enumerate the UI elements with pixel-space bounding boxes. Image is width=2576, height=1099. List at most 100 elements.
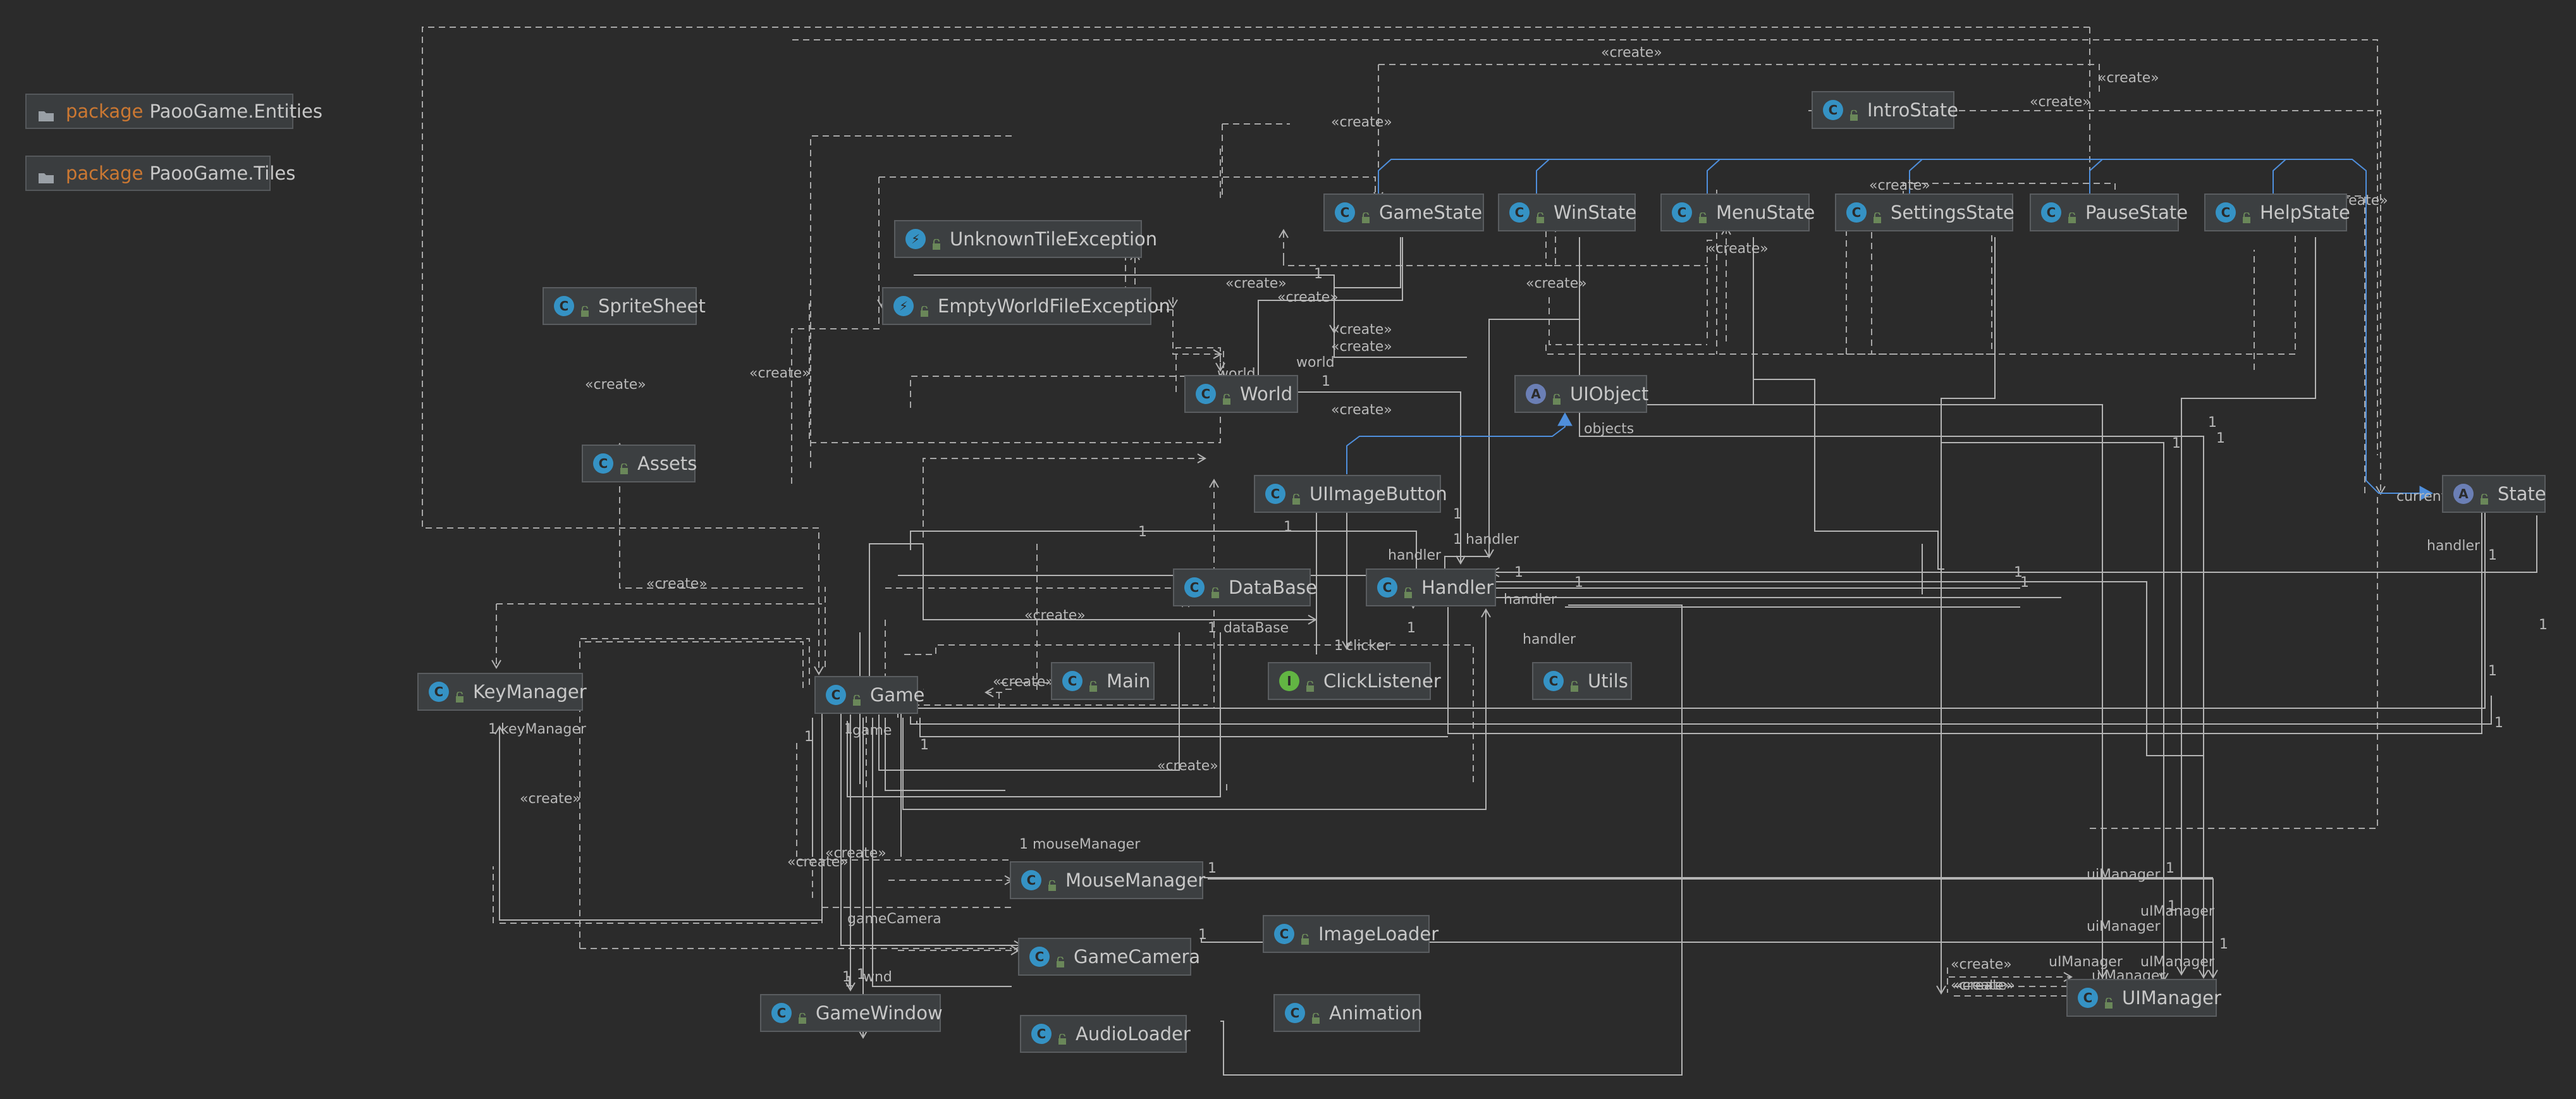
edge-label: «create» [1954,978,2015,993]
class-unknown-tile-exception[interactable]: ⚡ UnknownTileException [894,220,1157,258]
edge-label: 1 [1453,507,1462,522]
edge-label: keyManager [501,721,587,737]
class-data-base[interactable]: C DataBase [1173,568,1317,606]
class-icon: C [1672,202,1692,223]
edge-label: 1 [2488,663,2497,679]
class-name: UIManager [2122,987,2221,1009]
public-icon [852,689,861,706]
class-assets[interactable]: C Assets [582,445,697,482]
class-sprite-sheet[interactable]: C SpriteSheet [543,287,706,325]
class-icon: C [1029,947,1050,967]
interface-click-listener[interactable]: I ClickListener [1268,662,1441,700]
class-name: HelpState [2260,202,2350,223]
edge-label: handler [2427,538,2481,554]
class-pause-state[interactable]: C PauseState [2030,193,2188,231]
class-win-state[interactable]: C WinState [1498,193,1636,231]
class-ui-object[interactable]: A UIObject [1514,375,1648,413]
public-icon [2104,992,2113,1009]
class-icon: C [1823,100,1843,120]
edge-label: handler [1466,532,1519,548]
edge-label: 1 [2172,436,2181,451]
edge-label: 1 [2216,431,2225,446]
class-help-state[interactable]: C HelpState [2204,193,2350,231]
exception-icon: ⚡ [893,296,914,316]
class-icon: C [826,685,846,705]
class-game-window[interactable]: C GameWindow [760,994,943,1032]
edge-label: 1 [804,729,813,745]
class-name: EmptyWorldFileException [938,295,1170,317]
class-mouse-manager[interactable]: C MouseManager [1010,861,1205,899]
public-icon [2480,488,2489,505]
edge-label: 1 [1574,575,1583,591]
edge-label: «create» [1869,178,1930,193]
class-intro-state[interactable]: C IntroState [1812,91,1958,129]
class-ui-image-button[interactable]: C UIImageButton [1254,475,1447,513]
edge-label: 1 [1334,638,1343,654]
edge-label: gameCamera [847,911,941,927]
class-icon: C [1285,1003,1305,1023]
class-menu-state[interactable]: C MenuState [1660,193,1815,231]
edge-label: «create» [1331,339,1392,355]
package-entities[interactable]: package PaooGame.Entities [25,94,322,129]
edge-label: game [852,723,892,739]
class-audio-loader[interactable]: C AudioLoader [1020,1015,1191,1053]
edge-label: 1 [488,721,497,737]
public-icon [798,1007,807,1024]
edge-label: 1 [1453,532,1462,548]
class-ui-manager[interactable]: C UIManager [2066,979,2221,1017]
class-name: Assets [637,453,697,474]
class-world[interactable]: C World [1184,375,1298,413]
edge-label: 1 [842,969,851,985]
class-utils[interactable]: C Utils [1532,662,1632,700]
package-tiles[interactable]: package PaooGame.Tiles [25,156,295,191]
class-animation[interactable]: C Animation [1273,994,1423,1032]
class-name: Main [1107,670,1151,692]
abstract-class-icon: A [2453,484,2474,504]
class-icon: C [2078,988,2098,1008]
class-key-manager[interactable]: C KeyManager [417,673,587,711]
edge-label: 1 [2488,548,2497,563]
class-empty-world-file-exception[interactable]: ⚡ EmptyWorldFileException [882,287,1170,325]
edge-label: 1 [1314,266,1323,282]
edge-label: «create» [520,791,581,807]
class-game[interactable]: C Game [814,676,924,714]
class-name: GameCamera [1074,946,1201,967]
edge-label: 1 [1407,620,1416,636]
class-icon: C [1509,202,1530,223]
edge-label: «create» [2030,94,2091,110]
edge-label: 1 [1322,374,1330,390]
edge-label: 1 [857,967,866,983]
class-state[interactable]: A State [2442,475,2546,513]
public-icon [1056,951,1065,967]
edge-label: handler [1388,548,1442,563]
class-game-camera[interactable]: C GameCamera [1018,938,1200,976]
edge-label: objects [1584,421,1634,437]
edge-label: «create» [749,365,811,381]
class-name: SpriteSheet [598,295,706,317]
edge-label: «create» [2098,70,2159,86]
edge-label: «create» [1951,957,2012,973]
class-main[interactable]: C Main [1051,662,1155,700]
public-icon [2068,207,2076,223]
edge-label: dataBase [1224,620,1289,636]
edge-label: mouseManager [1033,837,1141,852]
class-name: WinState [1554,202,1637,223]
class-icon: C [1196,384,1216,404]
edge-label: 1 [1284,519,1292,535]
public-icon [1306,675,1315,692]
class-icon: C [771,1003,792,1023]
class-game-state[interactable]: C GameState [1323,193,1484,231]
class-icon: C [1335,202,1355,223]
package-name: PaooGame.Tiles [149,163,296,184]
edge-label: «create» [1331,114,1392,130]
edge-label: «create» [787,854,849,870]
public-icon [1211,582,1220,598]
class-handler[interactable]: C Handler [1366,568,1496,606]
class-settings-state[interactable]: C SettingsState [1835,193,2015,231]
class-name: Animation [1329,1002,1423,1024]
edge-label: «create» [1331,322,1392,338]
class-image-loader[interactable]: C ImageLoader [1263,915,1438,953]
edge-label: 1 [2219,936,2228,952]
edge-label: 1 [1019,837,1028,852]
edge-label: «create» [1601,45,1662,61]
